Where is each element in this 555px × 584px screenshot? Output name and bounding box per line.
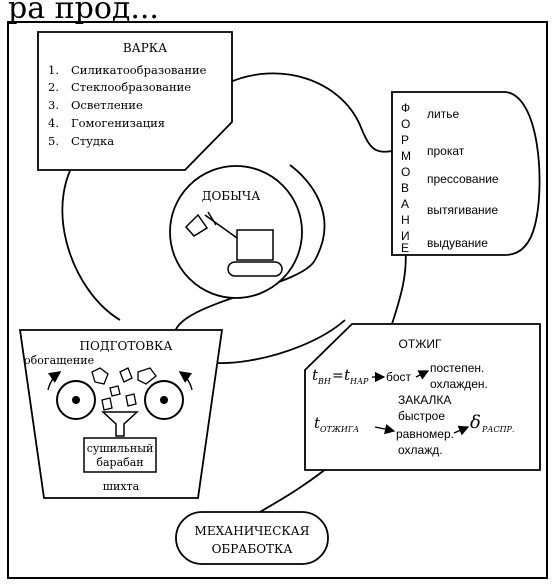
method-litye: литье xyxy=(427,107,459,121)
varka-item-4: Гомогенизация xyxy=(71,116,165,130)
shikhta-label: шихта xyxy=(103,480,140,493)
svg-text:В: В xyxy=(401,181,409,195)
svg-text:О: О xyxy=(401,117,410,131)
svg-text:δ: δ xyxy=(470,412,481,433)
excavator-icon xyxy=(184,211,283,277)
enrichment-label: обогащение xyxy=(24,354,94,367)
formovanie-methods: литье прокат прессование вытягивание выд… xyxy=(427,107,499,250)
svg-text:ОТЖИГА: ОТЖИГА xyxy=(320,425,359,434)
svg-text:М: М xyxy=(401,149,411,163)
curve-podgotovka-to-dobycha xyxy=(173,164,346,364)
method-vyduvanie: выдувание xyxy=(427,236,488,250)
mech-label-2: ОБРАБОТКА xyxy=(212,542,293,556)
method-vytyagivanie: вытягивание xyxy=(427,203,498,217)
otzhig-formula-2: t ОТЖИГА xyxy=(314,414,359,434)
svg-text:t: t xyxy=(312,366,319,384)
svg-text:5.: 5. xyxy=(48,134,59,148)
svg-text:ВН: ВН xyxy=(317,377,332,386)
curve-varka-to-formovanie xyxy=(227,72,398,153)
ore-pieces xyxy=(91,367,157,411)
svg-text:t: t xyxy=(344,366,351,384)
method-prokat: прокат xyxy=(427,144,465,158)
bost-label: бост xyxy=(386,370,412,384)
svg-text:НАР: НАР xyxy=(349,377,369,386)
otzhig-title: ОТЖИГ xyxy=(398,337,442,351)
podgotovka-box xyxy=(18,329,224,499)
varka-title: ВАРКА xyxy=(123,41,167,55)
crusher-rollers xyxy=(47,371,193,420)
method-pressovanie: прессование xyxy=(427,172,499,186)
svg-text:Н: Н xyxy=(401,213,410,227)
dobycha-circle xyxy=(169,165,303,299)
curve-varka-to-podgotovka xyxy=(61,149,121,321)
svg-text:Р: Р xyxy=(401,133,409,147)
svg-text:4.: 4. xyxy=(48,116,59,130)
svg-text:1.: 1. xyxy=(48,63,59,77)
varka-item-1: Силикатообразование xyxy=(71,63,207,77)
svg-text:А: А xyxy=(401,197,409,211)
svg-text:Ф: Ф xyxy=(401,101,410,115)
hopper xyxy=(101,411,139,437)
bystroe-label: быстрое xyxy=(398,409,445,423)
svg-text:И: И xyxy=(401,229,410,243)
svg-text:=: = xyxy=(332,368,344,384)
zakalka-label: ЗАКАЛКА xyxy=(398,393,451,407)
podgotovka-title: ПОДГОТОВКА xyxy=(80,339,173,353)
formovanie-box xyxy=(391,91,541,256)
dobycha-title: ДОБЫЧА xyxy=(202,189,261,203)
dryer-label-2: барабан xyxy=(96,456,143,469)
svg-text:t: t xyxy=(314,414,321,432)
mech-label-1: МЕХАНИЧЕСКАЯ xyxy=(195,524,310,538)
varka-list: 1. Силикатообразование 2. Стеклообразовани… xyxy=(48,63,207,148)
mech-box xyxy=(175,511,329,565)
postepen-label: постепен. xyxy=(430,361,484,375)
formovanie-vertical: Ф О Р М О В А Н И Е xyxy=(401,101,411,255)
varka-item-5: Студка xyxy=(71,134,114,148)
outer-frame xyxy=(7,21,548,579)
otzhig-formula-1: t ВН = t НАР xyxy=(312,366,369,386)
otzhig-box xyxy=(304,323,541,471)
varka-box xyxy=(37,31,233,171)
svg-text:РАСПР.: РАСПР. xyxy=(481,425,514,434)
svg-text:О: О xyxy=(401,165,410,179)
varka-item-2: Стеклообразование xyxy=(71,80,191,94)
varka-item-3: Осветление xyxy=(71,98,143,112)
delta-formula: δ РАСПР. xyxy=(470,412,514,434)
dryer-label-1: сушильный xyxy=(87,442,154,455)
svg-text:2.: 2. xyxy=(48,80,59,94)
svg-text:3.: 3. xyxy=(48,98,59,112)
ravnomer-label: равномер. xyxy=(396,427,454,441)
ohlazhd-label: охлажд. xyxy=(398,443,443,457)
dryer-box xyxy=(83,437,157,473)
ohlazhden-label: охлажден. xyxy=(430,377,488,391)
svg-text:Е: Е xyxy=(401,241,409,255)
